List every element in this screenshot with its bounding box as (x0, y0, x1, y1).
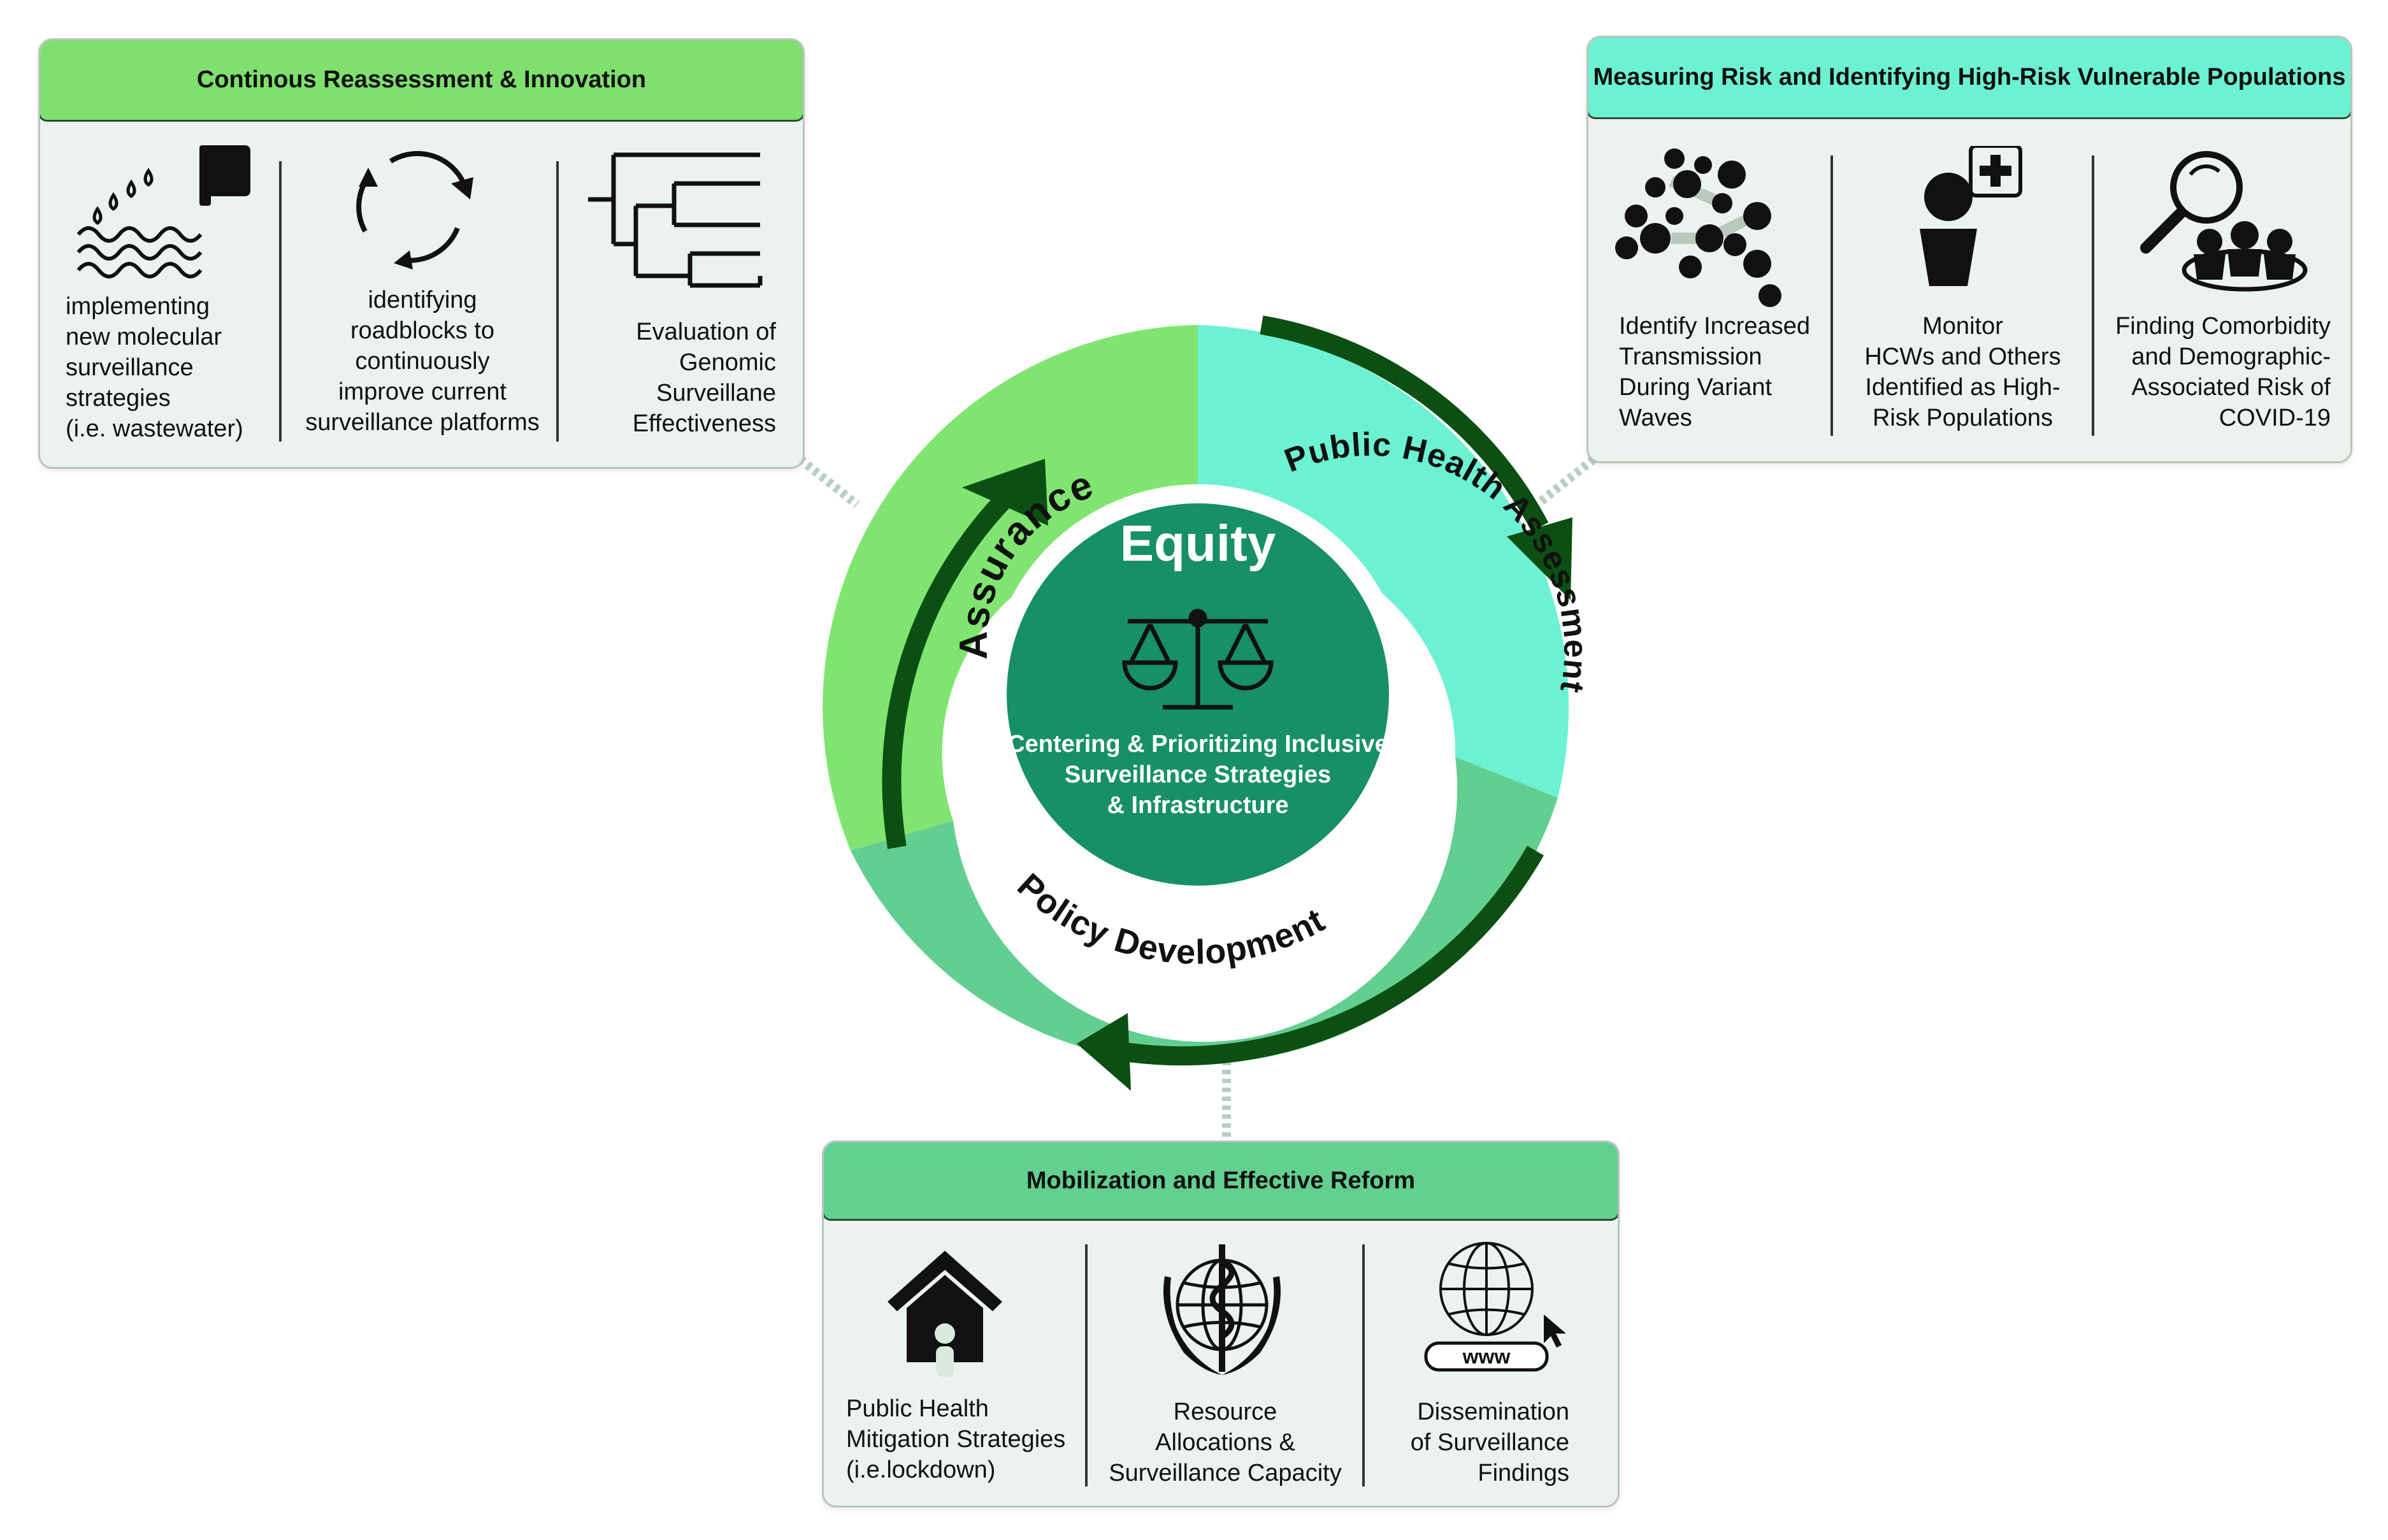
divider (279, 161, 282, 442)
item-dissemination: www Dissemination of Surveillance Findin… (1365, 1219, 1617, 1506)
panel-mobilization: Mobilization and Effective Reform Public… (822, 1141, 1620, 1508)
item-text: Public Health Mitigation Strategies (i.e… (846, 1395, 1066, 1483)
divider (1831, 155, 1833, 436)
segment-assessment (1198, 325, 1569, 798)
item-mitigation: Public Health Mitigation Strategies (i.e… (824, 1219, 1085, 1506)
item-text: Finding Comorbidity and Demographic- Ass… (2115, 313, 2331, 431)
globe-www-icon: www (1424, 1242, 1566, 1372)
www-label: www (1462, 1345, 1511, 1368)
equity-cycle-diagram: Assurance Public Health Assessment Polic… (823, 315, 1586, 1091)
item-text: Evaluation of Genomic Surveillane Effect… (632, 319, 776, 437)
health-worker-icon (1920, 146, 2022, 286)
equity-title: Equity (1120, 515, 1276, 572)
transmission-network-icon (1615, 148, 1781, 307)
wastewater-icon (76, 145, 250, 278)
home-lockdown-icon (888, 1251, 1002, 1377)
segment-assurance (823, 325, 1198, 851)
connector-mobil (1222, 1061, 1231, 1141)
equity-subtitle-line: Surveillance Strategies (1065, 761, 1331, 788)
panel-measuring-risk: Measuring Risk and Identifying High-Risk… (1586, 36, 2352, 463)
panel-continuous-reassessment: Continous Reassessment & Innovation impl… (38, 38, 805, 469)
item-genomic-evaluation: Evaluation of Genomic Surveillane Effect… (559, 120, 802, 464)
item-text: Dissemination of Surveillance Findings (1410, 1399, 1569, 1486)
equity-subtitle-line: Centering & Prioritizing Inclusive (1007, 731, 1388, 758)
arrow-head-assurance (962, 459, 1048, 526)
divider (2092, 155, 2094, 436)
item-wastewater: implementing new molecular surveillance … (40, 120, 282, 464)
segment-policy (851, 757, 1558, 1064)
divider (1085, 1244, 1088, 1486)
panel-title: Continous Reassessment & Innovation (40, 40, 803, 122)
item-text: Resource Allocations & Surveillance Capa… (1109, 1399, 1342, 1486)
who-emblem-icon (1163, 1244, 1281, 1375)
item-roadblocks: identifying roadblocks to continuously i… (282, 120, 556, 464)
item-comorbidity: Finding Comorbidity and Demographic- Ass… (2095, 117, 2350, 461)
balance-scale-icon (1122, 608, 1274, 710)
panel-title: Mobilization and Effective Reform (824, 1142, 1618, 1221)
equity-subtitle-line: & Infrastructure (1107, 792, 1288, 819)
item-text: Identify Increased Transmission During V… (1619, 313, 1810, 431)
magnifier-population-icon (2140, 151, 2308, 292)
item-monitor-hcw: Monitor HCWs and Others Identified as Hi… (1834, 117, 2092, 461)
item-resource-allocation: Resource Allocations & Surveillance Capa… (1088, 1219, 1362, 1506)
arrow-head-policy (1077, 1013, 1131, 1091)
item-text: Monitor HCWs and Others Identified as Hi… (1864, 313, 2061, 431)
divider (556, 161, 559, 442)
item-text: identifying roadblocks to continuously i… (305, 287, 540, 436)
item-text: implementing new molecular surveillance … (66, 293, 243, 442)
item-transmission: Identify Increased Transmission During V… (1588, 117, 1831, 461)
cycle-arrows-icon (356, 151, 473, 270)
panel-title: Measuring Risk and Identifying High-Risk… (1588, 38, 2350, 119)
phylogenetic-tree-icon (588, 152, 763, 288)
arrow-head-assessment (1507, 517, 1572, 600)
divider (1362, 1244, 1365, 1486)
